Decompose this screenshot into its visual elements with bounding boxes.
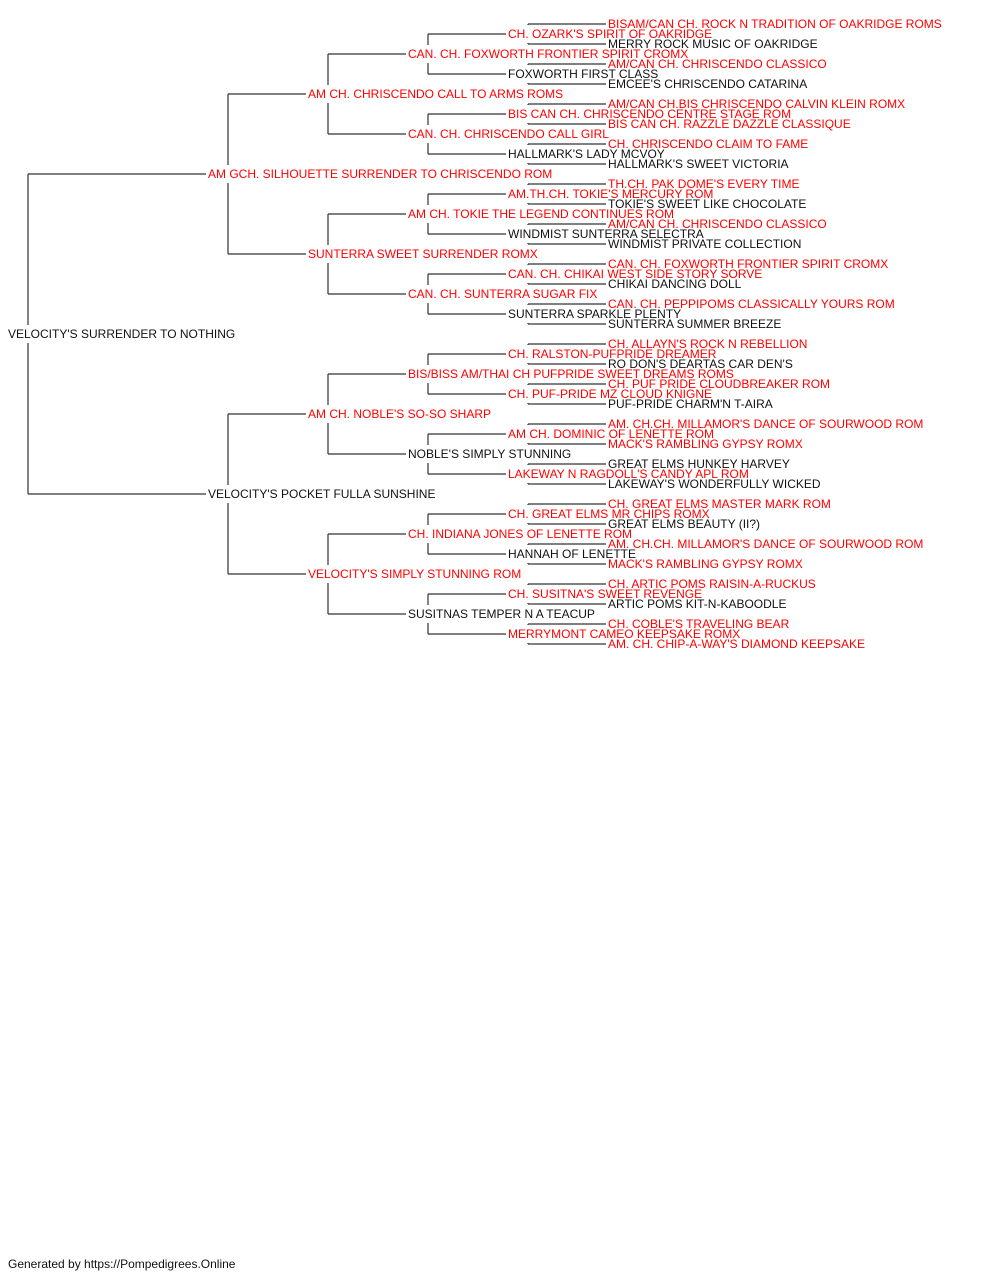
generated-by-footer: Generated by https://Pompedigrees.Online <box>8 1257 236 1271</box>
gen4-ancestor-name: HANNAH OF LENETTE <box>508 547 637 561</box>
gen4-ancestor-name: AM.TH.CH. TOKIE'S MERCURY ROM <box>508 187 714 201</box>
gen5-ancestor-name: CH. GREAT ELMS MASTER MARK ROM <box>608 497 831 511</box>
gen5-ancestor-name: CH. ALLAYN'S ROCK N REBELLION <box>608 337 808 351</box>
gen4-ancestor-name: LAKEWAY N RAGDOLL'S CANDY APL ROM <box>508 467 749 481</box>
gen5-ancestor-name: AM/CAN CH. CHRISCENDO CLASSICO <box>608 57 827 71</box>
gen5-ancestor-name: CH. COBLE'S TRAVELING BEAR <box>608 617 790 631</box>
gen5-ancestor-name: HALLMARK'S SWEET VICTORIA <box>608 157 789 171</box>
parent-name: VELOCITY'S POCKET FULLA SUNSHINE <box>208 487 436 501</box>
gen5-ancestor-name: TOKIE'S SWEET LIKE CHOCOLATE <box>608 197 807 211</box>
gen5-ancestor-name: PUF-PRIDE CHARM'N T-AIRA <box>608 397 773 411</box>
great-grandparent-name: CAN. CH. FOXWORTH FRONTIER SPIRIT CROMX <box>408 47 689 61</box>
gen5-ancestor-name: CAN. CH. PEPPIPOMS CLASSICALLY YOURS ROM <box>608 297 895 311</box>
gen4-ancestor-name: CAN. CH. CHIKAI WEST SIDE STORY SORVE <box>508 267 763 281</box>
gen5-ancestor-name: TH.CH. PAK DOME'S EVERY TIME <box>608 177 800 191</box>
grandparent-name: VELOCITY'S SIMPLY STUNNING ROM <box>308 567 522 581</box>
gen5-ancestor-name: AM/CAN CH.BIS CHRISCENDO CALVIN KLEIN RO… <box>608 97 906 111</box>
gen5-ancestor-name: ARTIC POMS KIT-N-KABOODLE <box>608 597 787 611</box>
gen5-ancestor-name: AM/CAN CH. CHRISCENDO CLASSICO <box>608 217 827 231</box>
gen4-ancestor-name: SUNTERRA SPARKLE PLENTY <box>508 307 682 321</box>
great-grandparent-name: NOBLE'S SIMPLY STUNNING <box>408 447 572 461</box>
gen4-ancestor-name: CH. SUSITNA'S SWEET REVENGE <box>508 587 703 601</box>
gen4-ancestor-name: MERRYMONT CAMEO KEEPSAKE ROMX <box>508 627 741 641</box>
grandparent-name: SUNTERRA SWEET SURRENDER ROMX <box>308 247 538 261</box>
gen5-ancestor-name: CH. CHRISCENDO CLAIM TO FAME <box>608 137 809 151</box>
gen4-ancestor-name: CH. RALSTON-PUFPRIDE DREAMER <box>508 347 717 361</box>
gen4-ancestor-name: HALLMARK'S LADY MCVOY <box>508 147 665 161</box>
gen5-ancestor-name: MACK'S RAMBLING GYPSY ROMX <box>608 557 803 571</box>
gen5-ancestor-name: RO DON'S DEARTAS CAR DEN'S <box>608 357 793 371</box>
gen5-ancestor-name: BIS CAN CH. RAZZLE DAZZLE CLASSIQUE <box>608 117 851 131</box>
grandparent-name: AM CH. CHRISCENDO CALL TO ARMS ROMS <box>308 87 564 101</box>
gen4-ancestor-name: FOXWORTH FIRST CLASS <box>508 67 659 81</box>
gen4-ancestor-name: BIS CAN CH. CHRISCENDO CENTRE STAGE ROM <box>508 107 792 121</box>
gen5-ancestor-name: GREAT ELMS HUNKEY HARVEY <box>608 457 790 471</box>
gen4-ancestor-name: WINDMIST SUNTERRA SELECTRA <box>508 227 704 241</box>
gen5-ancestor-name: EMCEE'S CHRISCENDO CATARINA <box>608 77 808 91</box>
gen5-ancestor-name: CH. ARTIC POMS RAISIN-A-RUCKUS <box>608 577 816 591</box>
gen5-ancestor-name: AM. CH. CHIP-A-WAY'S DIAMOND KEEPSAKE <box>608 637 865 651</box>
gen5-ancestor-name: WINDMIST PRIVATE COLLECTION <box>608 237 802 251</box>
gen4-ancestor-name: CH. PUF-PRIDE MZ CLOUD KNIGNE <box>508 387 713 401</box>
gen5-ancestor-name: CH. PUF PRIDE CLOUDBREAKER ROM <box>608 377 831 391</box>
gen5-ancestor-name: CAN. CH. FOXWORTH FRONTIER SPIRIT CROMX <box>608 257 889 271</box>
gen5-ancestor-name: BISAM/CAN CH. ROCK N TRADITION OF OAKRID… <box>608 17 942 31</box>
parent-name: AM GCH. SILHOUETTE SURRENDER TO CHRISCEN… <box>208 167 553 181</box>
great-grandparent-name: AM CH. TOKIE THE LEGEND CONTINUES ROM <box>408 207 675 221</box>
gen4-ancestor-name: CH. GREAT ELMS MR CHIPS ROMX <box>508 507 710 521</box>
gen5-ancestor-name: MERRY ROCK MUSIC OF OAKRIDGE <box>608 37 818 51</box>
gen5-ancestor-name: AM. CH.CH. MILLAMOR'S DANCE OF SOURWOOD … <box>608 417 924 431</box>
great-grandparent-name: CAN. CH. CHRISCENDO CALL GIRL <box>408 127 609 141</box>
gen5-ancestor-name: MACK'S RAMBLING GYPSY ROMX <box>608 437 803 451</box>
gen5-ancestor-name: SUNTERRA SUMMER BREEZE <box>608 317 782 331</box>
gen4-ancestor-name: CH. OZARK'S SPIRIT OF OAKRIDGE <box>508 27 713 41</box>
subject-name: VELOCITY'S SURRENDER TO NOTHING <box>8 327 236 341</box>
great-grandparent-name: CAN. CH. SUNTERRA SUGAR FIX <box>408 287 598 301</box>
great-grandparent-name: SUSITNAS TEMPER N A TEACUP <box>408 607 595 621</box>
gen5-ancestor-name: LAKEWAY'S WONDERFULLY WICKED <box>608 477 821 491</box>
gen5-ancestor-name: AM. CH.CH. MILLAMOR'S DANCE OF SOURWOOD … <box>608 537 924 551</box>
grandparent-name: AM CH. NOBLE'S SO-SO SHARP <box>308 407 491 421</box>
great-grandparent-name: BIS/BISS AM/THAI CH PUFPRIDE SWEET DREAM… <box>408 367 734 381</box>
gen5-ancestor-name: CHIKAI DANCING DOLL <box>608 277 742 291</box>
great-grandparent-name: CH. INDIANA JONES OF LENETTE ROM <box>408 527 633 541</box>
gen5-ancestor-name: GREAT ELMS BEAUTY (II?) <box>608 517 761 531</box>
gen4-ancestor-name: AM CH. DOMINIC OF LENETTE ROM <box>508 427 715 441</box>
